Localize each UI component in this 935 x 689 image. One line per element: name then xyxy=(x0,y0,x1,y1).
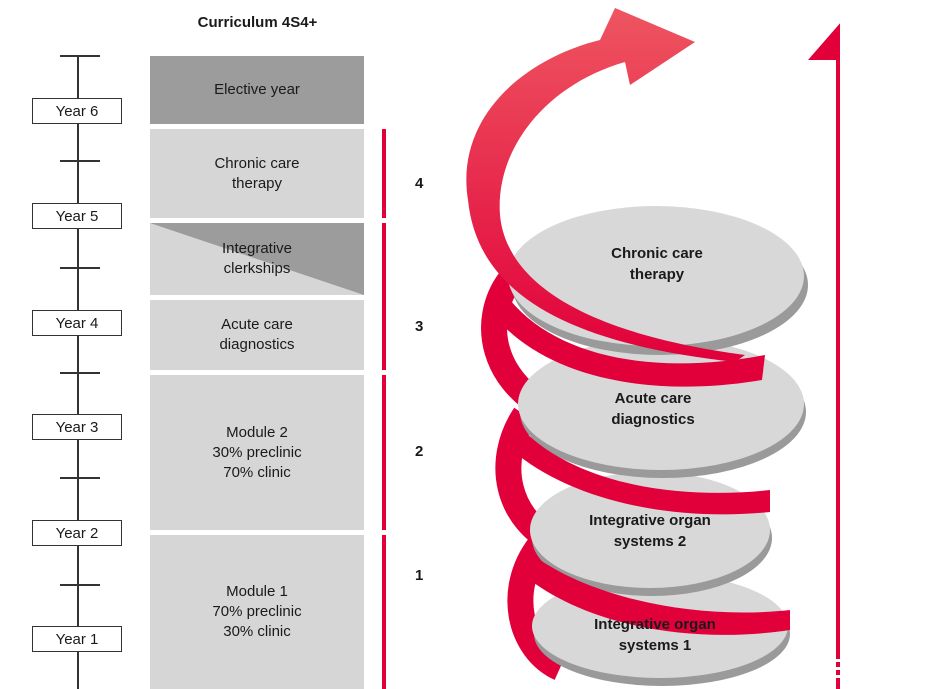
year-5-label: Year 5 xyxy=(32,203,122,229)
clerkships-block: Integrative clerkships xyxy=(150,223,364,295)
level-2-number: 2 xyxy=(415,443,424,460)
arrow-stripe xyxy=(836,675,840,678)
arrow-stripe xyxy=(836,659,840,662)
timeline-tick xyxy=(60,55,100,57)
longitudinal-focus-label: 4+ longitudinal focus areas xyxy=(846,287,863,481)
year-6-label: Year 6 xyxy=(32,98,122,124)
year-4-label: Year 4 xyxy=(32,310,122,336)
ribbon-front-segment xyxy=(496,300,765,387)
module-2-block: Module 2 30% preclinic 70% clinic xyxy=(150,375,364,530)
elective-year-block: Elective year xyxy=(150,56,364,124)
timeline-tick xyxy=(60,584,100,586)
disc-1-label: Integrative organ systems 1 xyxy=(594,616,716,654)
year-3-label: Year 3 xyxy=(32,414,122,440)
level-4-number: 4 xyxy=(415,175,424,192)
vertical-arrow-shaft xyxy=(836,60,840,689)
vertical-arrow-head xyxy=(808,23,840,60)
level-4-bar xyxy=(382,129,386,218)
disc-4-label: Chronic care therapy xyxy=(611,245,703,283)
ribbon-front-segment xyxy=(530,560,790,635)
year-1-label: Year 1 xyxy=(32,626,122,652)
timeline-tick xyxy=(60,477,100,479)
level-1-number: 1 xyxy=(415,567,424,584)
timeline-tick xyxy=(60,372,100,374)
ribbon-back-segment xyxy=(507,537,567,680)
chronic-care-block: Chronic care therapy xyxy=(150,129,364,218)
arrow-stripe xyxy=(836,667,840,670)
timeline-tick xyxy=(60,267,100,269)
timeline-tick xyxy=(60,160,100,162)
module-1-block: Module 1 70% preclinic 30% clinic xyxy=(150,535,364,689)
acute-care-block: Acute care diagnostics xyxy=(150,300,364,370)
clerkships-background xyxy=(150,223,364,295)
spiral-arrow xyxy=(466,8,745,362)
disc-3-label: Acute care diagnostics xyxy=(611,390,695,428)
level-1-bar xyxy=(382,535,386,689)
disc-4 xyxy=(508,206,804,346)
ribbon-front-segment xyxy=(512,432,770,515)
disc-2-label: Integrative organ systems 2 xyxy=(589,512,711,550)
level-3-number: 3 xyxy=(415,318,424,335)
level-2-bar xyxy=(382,375,386,530)
level-3-bar xyxy=(382,223,386,370)
spiral-graphic xyxy=(466,8,840,689)
clerkships-label: Integrative clerkships xyxy=(221,240,293,277)
diagram-title: Curriculum 4S4+ xyxy=(197,14,318,31)
year-2-label: Year 2 xyxy=(32,520,122,546)
